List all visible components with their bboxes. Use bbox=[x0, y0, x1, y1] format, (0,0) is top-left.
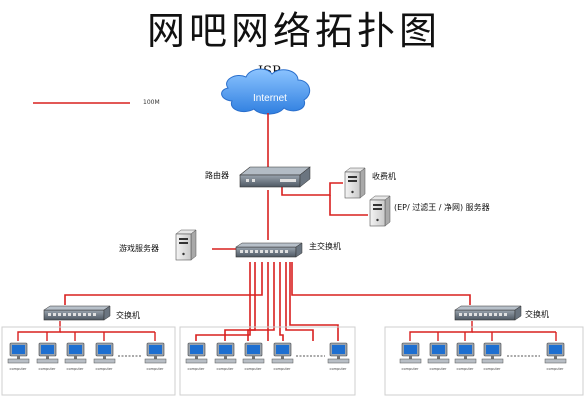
computer-icon bbox=[185, 342, 208, 364]
computer-icon bbox=[427, 342, 450, 364]
computer-caption: computer bbox=[217, 367, 234, 371]
computer-icon bbox=[36, 342, 59, 364]
computer-icon bbox=[271, 342, 294, 364]
router-icon bbox=[239, 166, 311, 188]
computer-icon bbox=[64, 342, 87, 364]
diagram-title: 网吧网络拓扑图 bbox=[146, 9, 441, 53]
cashier-label: 收费机 bbox=[372, 172, 396, 181]
computer-caption: computer bbox=[67, 367, 84, 371]
computer-caption: computer bbox=[10, 367, 27, 371]
computer-caption: computer bbox=[39, 367, 56, 371]
computer-caption: computer bbox=[402, 367, 419, 371]
computer-icon bbox=[399, 342, 422, 364]
legend-label: 100M bbox=[143, 99, 160, 106]
switch-right-label: 交换机 bbox=[525, 310, 549, 319]
right-access-links bbox=[409, 321, 557, 341]
pc-captions: computer computer computer computer computer… bbox=[10, 367, 564, 371]
right-zone-pcs bbox=[399, 342, 567, 364]
computer-caption: computer bbox=[147, 367, 164, 371]
computer-caption: computer bbox=[430, 367, 447, 371]
computer-icon bbox=[214, 342, 237, 364]
computer-caption: computer bbox=[330, 367, 347, 371]
computer-caption: computer bbox=[457, 367, 474, 371]
cashier-server-icon bbox=[344, 167, 366, 199]
computer-caption: computer bbox=[96, 367, 113, 371]
router-label: 路由器 bbox=[205, 171, 229, 180]
computer-caption: computer bbox=[274, 367, 291, 371]
left-access-links bbox=[17, 321, 156, 341]
internet-label: Internet bbox=[253, 93, 287, 104]
middle-zone-pcs bbox=[185, 342, 350, 364]
left-switch-icon bbox=[43, 305, 111, 321]
right-zone-frame bbox=[384, 326, 584, 396]
computer-icon bbox=[93, 342, 116, 364]
game-server-label: 游戏服务器 bbox=[119, 244, 159, 253]
computer-caption: computer bbox=[188, 367, 205, 371]
left-zone-frame bbox=[1, 326, 176, 396]
computer-caption: computer bbox=[484, 367, 501, 371]
switch-left-label: 交换机 bbox=[116, 311, 140, 320]
computer-icon bbox=[144, 342, 167, 364]
computer-icon bbox=[454, 342, 477, 364]
game-server-icon bbox=[175, 229, 197, 261]
main-switch-icon bbox=[235, 242, 303, 258]
right-switch-icon bbox=[454, 305, 522, 321]
computer-icon bbox=[242, 342, 265, 364]
computer-icon bbox=[544, 342, 567, 364]
computer-caption: computer bbox=[245, 367, 262, 371]
computer-icon bbox=[327, 342, 350, 364]
internet-cloud-icon bbox=[221, 68, 311, 115]
filter-server-label: (EP/ 过滤王 / 净网) 服务器 bbox=[394, 203, 490, 212]
main-switch-label: 主交换机 bbox=[309, 242, 341, 251]
left-zone-pcs bbox=[7, 342, 167, 364]
computer-caption: computer bbox=[547, 367, 564, 371]
link-lines bbox=[64, 113, 471, 341]
middle-zone-frame bbox=[179, 326, 356, 396]
filter-server-icon bbox=[369, 195, 391, 227]
computer-icon bbox=[481, 342, 504, 364]
computer-icon bbox=[7, 342, 30, 364]
